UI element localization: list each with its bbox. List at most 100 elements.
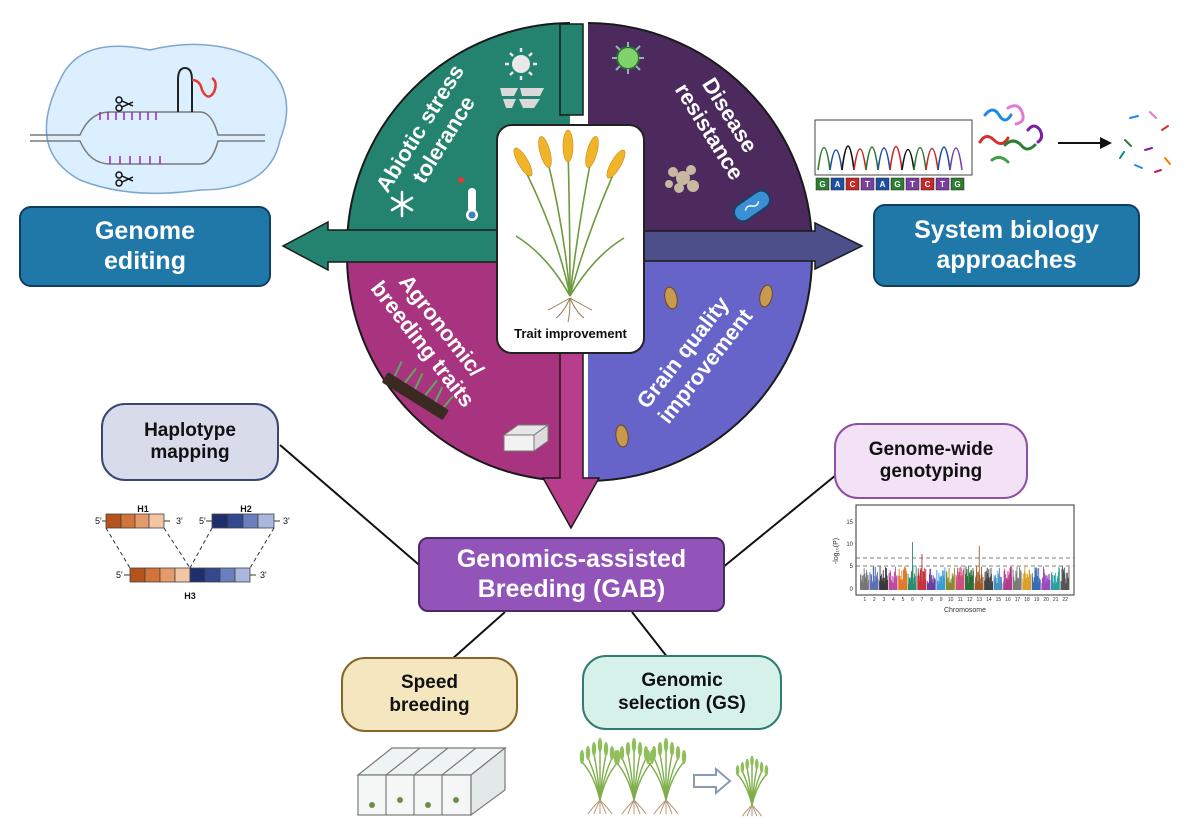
plot-point [904, 567, 906, 590]
dna-letter: G [894, 180, 900, 189]
speed-breeding-label: Speed breeding [389, 672, 470, 716]
plot-point [1065, 578, 1067, 590]
plot-point [957, 567, 958, 590]
plot-point [1066, 582, 1068, 590]
plot-point [1054, 575, 1055, 590]
plot-point [1053, 575, 1055, 590]
plot-point [1068, 566, 1070, 590]
plot-point [992, 581, 993, 590]
plot-point [918, 573, 920, 590]
plot-point [882, 581, 884, 590]
plot-point [1003, 581, 1005, 590]
plot-point [926, 581, 928, 590]
plot-point [890, 581, 892, 590]
plot-point [1065, 572, 1067, 590]
plot-point [1060, 581, 1062, 590]
plot-point [1032, 582, 1034, 590]
plot-point [996, 582, 998, 590]
plot-point [1031, 573, 1033, 590]
wheat-plant-icon [513, 129, 626, 323]
plot-point [899, 576, 901, 590]
plot-point [1006, 579, 1008, 590]
right-arrow [641, 221, 864, 271]
plot-point [914, 573, 915, 590]
dna-letter-box [815, 177, 830, 191]
wheat-plant [579, 738, 621, 815]
plot-point [869, 571, 871, 590]
line-gab-gs [631, 611, 669, 659]
plot-point [1063, 570, 1064, 590]
plot-point [956, 581, 958, 590]
plot-point [912, 542, 913, 590]
xtick-16: 16 [1005, 597, 1011, 603]
plot-point [1034, 577, 1035, 590]
plot-point [951, 573, 953, 590]
plot-point [957, 572, 959, 590]
plot-point [1038, 568, 1040, 590]
dna-letter: T [910, 180, 915, 189]
plot-point [865, 578, 867, 590]
plot-point [1034, 567, 1036, 590]
plot-point [952, 577, 954, 590]
plot-point [1062, 568, 1064, 590]
plot-point [1011, 567, 1013, 590]
genome-editing-label: Genome editing [94, 217, 196, 275]
plot-point [931, 583, 933, 590]
plot-point [958, 567, 960, 590]
plot-point [1026, 574, 1028, 590]
plot-point [898, 576, 900, 590]
plot-point [1055, 572, 1057, 590]
plot-point [961, 576, 963, 590]
plot-point [863, 568, 865, 590]
plot-point [929, 569, 931, 590]
plot-point [1009, 572, 1010, 590]
plot-point [923, 572, 925, 590]
plot-point [901, 570, 903, 590]
plot-point [1036, 575, 1037, 590]
plot-point [1043, 569, 1045, 590]
plot-point [950, 580, 952, 590]
plot-point [927, 583, 929, 590]
dna-letter: G [819, 180, 825, 189]
plot-point [956, 576, 957, 590]
h2-end3: 3' [283, 516, 290, 526]
crispr-illustration [30, 43, 288, 195]
plot-point [1022, 579, 1024, 590]
plot-point [946, 572, 948, 590]
plot-point [959, 571, 961, 590]
plot-point [882, 570, 884, 590]
plot-point [988, 569, 990, 590]
plot-point [1048, 574, 1050, 590]
plot-point [913, 583, 914, 590]
plot-point [1030, 574, 1032, 590]
plot-point [986, 567, 988, 590]
plot-point [863, 582, 865, 590]
plot-point [929, 574, 930, 590]
plot-point [967, 582, 969, 590]
line-haplotype-gab [279, 444, 426, 571]
plot-point [893, 576, 895, 590]
xtick-12: 12 [967, 597, 973, 603]
plot-point [875, 580, 877, 590]
line-gwg-gab [721, 474, 837, 569]
plot-point [971, 576, 973, 590]
plot-point [903, 570, 904, 590]
dna-letter: C [850, 180, 856, 189]
xtick-20: 20 [1043, 597, 1049, 603]
plot-point [921, 554, 923, 590]
plot-point [942, 575, 944, 590]
plot-point [966, 569, 968, 590]
plot-point [884, 582, 886, 590]
plot-point [914, 576, 916, 590]
plot-point [981, 566, 982, 590]
speed-breeding-box: Speed breeding [341, 657, 518, 732]
plot-point [887, 579, 888, 590]
xtick-22: 22 [1062, 597, 1068, 603]
plot-point [961, 575, 963, 590]
plot-point [963, 567, 965, 590]
plot-point [986, 578, 988, 590]
h1-bar [105, 513, 165, 529]
greenhouse-icon [356, 746, 507, 817]
